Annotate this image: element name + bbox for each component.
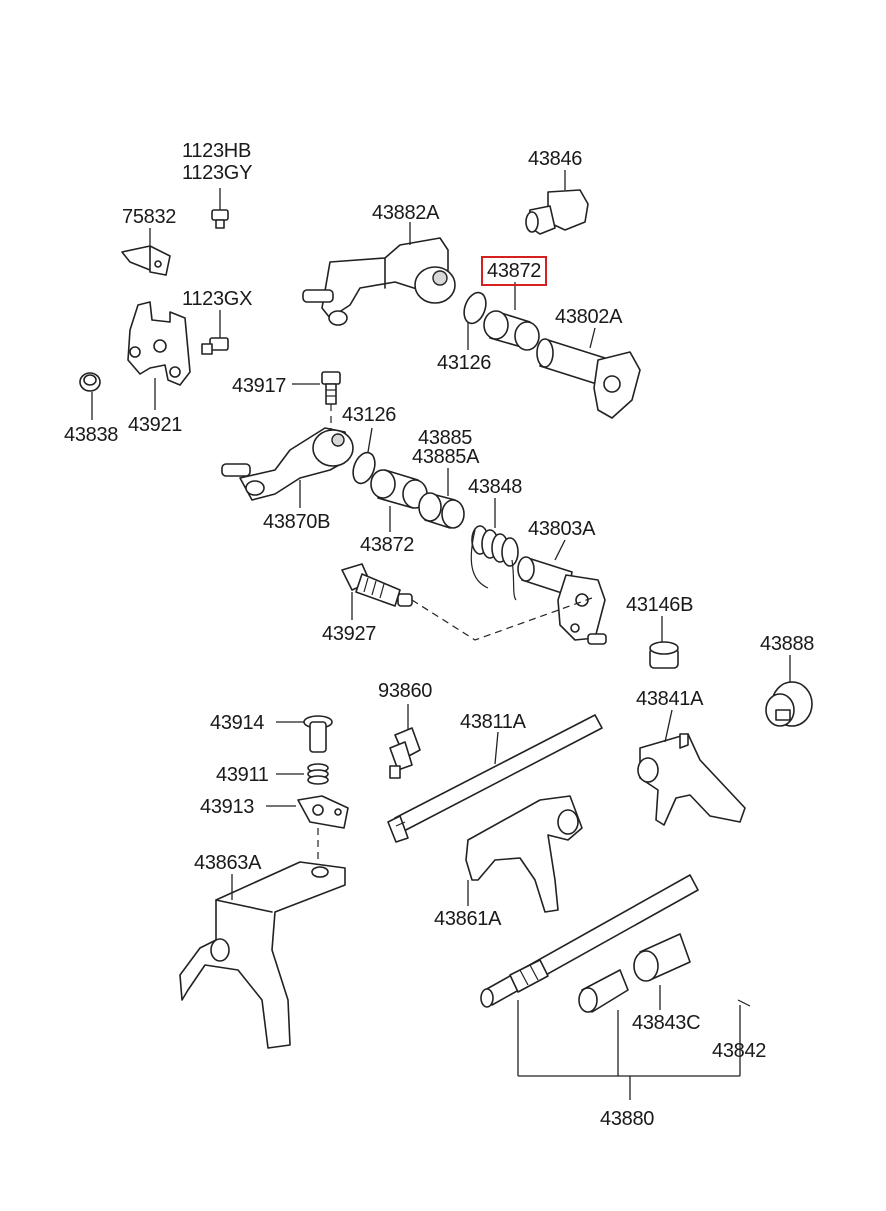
label-43848: 43848: [468, 476, 523, 498]
label-43863a: 43863A: [194, 852, 262, 874]
shaft-43802a: [536, 327, 641, 419]
label-43880: 43880: [600, 1108, 655, 1130]
label-43861a: 43861A: [434, 908, 502, 930]
plate-43921: [127, 301, 191, 410]
label-43913: 43913: [200, 796, 255, 818]
bolt-43927: [341, 563, 593, 641]
fork-43863a: [179, 861, 346, 1049]
label-43126-top: 43126: [437, 352, 492, 374]
label-43885: 43885: [418, 427, 473, 449]
label-43811a: 43811A: [460, 711, 526, 733]
label-43870b: 43870B: [263, 511, 331, 533]
fork-43841a: [637, 709, 746, 826]
ring-43126-mid: [352, 427, 376, 485]
label-43882a: 43882A: [372, 202, 440, 224]
label-43838: 43838: [64, 424, 119, 446]
label-43146b: 43146B: [626, 594, 694, 616]
label-43885a: 43885A: [412, 446, 480, 468]
label-43921: 43921: [128, 414, 183, 436]
label-43841a: 43841A: [636, 688, 704, 710]
nut-43838: [79, 372, 101, 420]
rod-43811a: [387, 714, 603, 843]
label-43872-highlighted: 43872: [481, 256, 548, 286]
label-43927: 43927: [322, 623, 377, 645]
label-43888: 43888: [760, 633, 815, 655]
label-1123gy: 1123GY: [182, 162, 253, 184]
bracket-75832: [121, 228, 171, 276]
label-43126-mid: 43126: [342, 404, 397, 426]
lever-43870b: [221, 427, 354, 508]
bushing-43872-mid: [370, 469, 428, 532]
label-43803a: 43803A: [528, 518, 596, 540]
bolt-1123gx: [201, 310, 229, 355]
bushing-43872-top: [483, 282, 540, 351]
label-43914: 43914: [210, 712, 265, 734]
label-43911: 43911: [216, 764, 269, 786]
spring-43911: [276, 763, 329, 785]
label-43872-mid: 43872: [360, 534, 415, 556]
label-75832: 75832: [122, 206, 177, 228]
knob-43888: [765, 655, 813, 727]
label-93860: 93860: [378, 680, 433, 702]
label-43846: 43846: [528, 148, 583, 170]
bushing-43146b: [649, 616, 679, 669]
label-1123hb: 1123HB: [182, 140, 251, 162]
bolt-1123hb: [211, 188, 229, 229]
lever-43803a: [517, 539, 607, 645]
plug-43846: [525, 170, 589, 235]
fork-43861a: [465, 795, 583, 913]
spring-43848: [470, 498, 519, 601]
label-43917: 43917: [232, 375, 287, 397]
label-43843c: 43843C: [632, 1012, 701, 1034]
plate-43913: [266, 795, 349, 860]
bolt-43917: [292, 371, 341, 430]
label-43842: 43842: [712, 1040, 767, 1062]
label-1123gx: 1123GX: [182, 288, 253, 310]
shaft-43880: [480, 874, 751, 1100]
bushing-43885: [418, 468, 465, 529]
switch-93860: [389, 704, 421, 779]
lever-43882a: [302, 222, 456, 326]
pin-43914: [276, 715, 333, 753]
label-43802a: 43802A: [555, 306, 623, 328]
ring-43126-top: [463, 291, 487, 350]
